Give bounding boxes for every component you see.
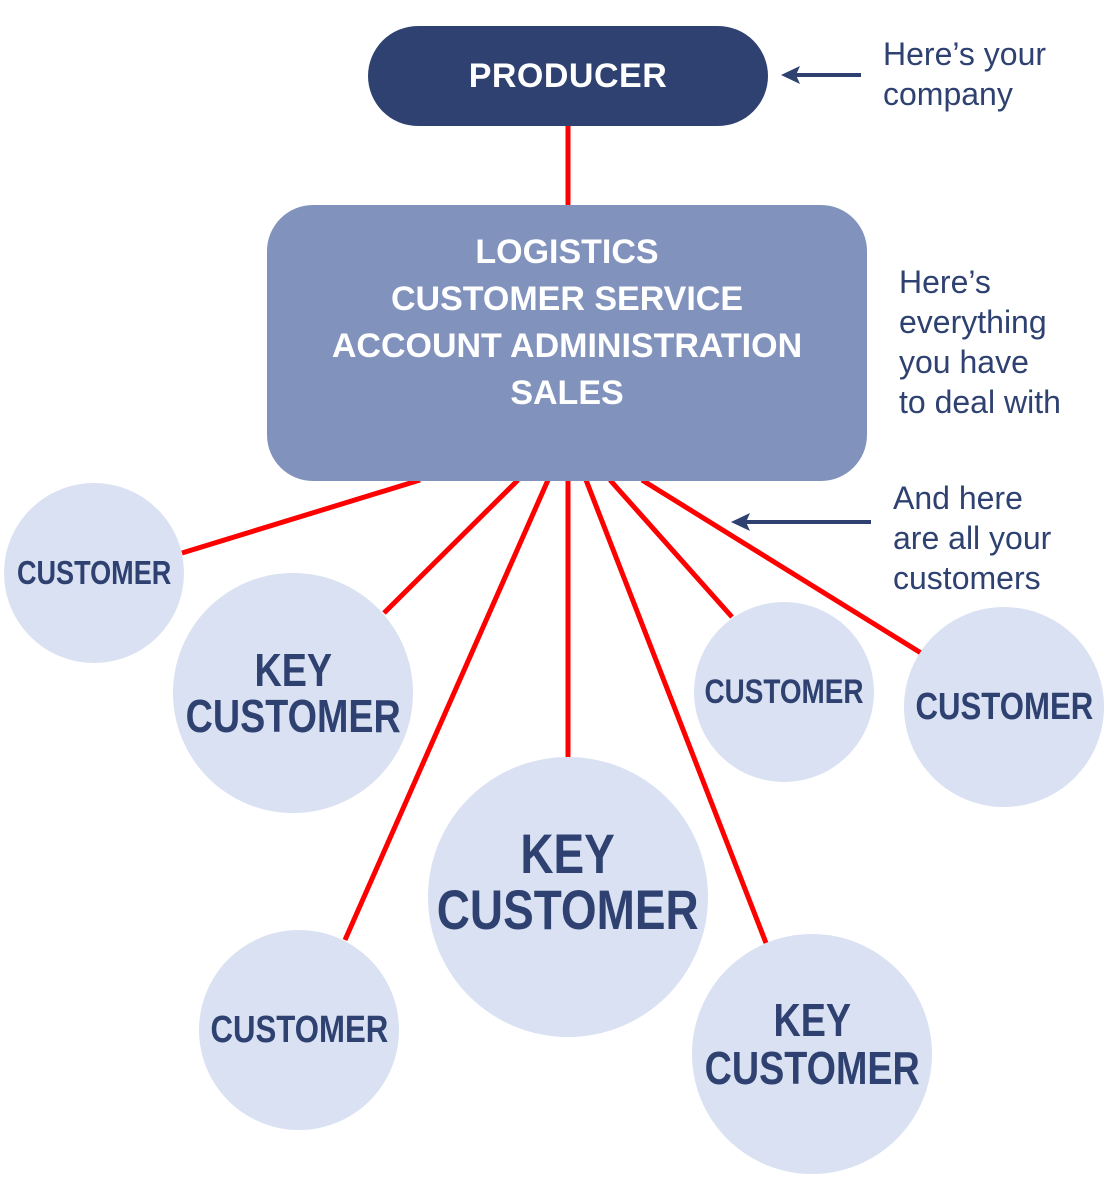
annotation-everything: Here’s everything you have to deal with [899,262,1061,422]
connector-c7 [640,477,923,656]
annotation-line: everything [899,304,1047,340]
key-label: KEY [773,994,851,1046]
annotation-line: company [883,76,1013,112]
connector-c1 [181,477,421,556]
key-label: KEY [254,644,332,696]
connector-c3 [342,478,551,942]
customer-label: CUSTOMER [210,1008,388,1051]
annotation-company: Here’s your company [883,34,1046,114]
annotation-line: customers [893,560,1041,596]
arrow-customers [731,513,871,531]
key-label: KEY [520,822,616,885]
customer-label: CUSTOMER [16,554,172,591]
key-customer-node: KEY CUSTOMER [692,934,932,1174]
annotation-line: Here’s your [883,36,1047,72]
departments-node: LOGISTICS CUSTOMER SERVICE ACCOUNT ADMIN… [267,205,867,481]
customer-node: CUSTOMER [199,930,399,1130]
annotation-line: And here [893,480,1023,516]
customer-label: CUSTOMER [704,1042,920,1094]
annotation-line: are all your [893,520,1052,556]
connector-c5 [583,479,769,944]
arrow-company [781,66,861,84]
key-customer-node: KEY CUSTOMER [428,757,708,1037]
annotation-line: to deal with [899,384,1061,420]
producer-label: PRODUCER [468,56,668,95]
dept-sales: SALES [510,374,624,412]
customer-node: CUSTOMER [694,602,874,782]
customer-node: CUSTOMER [904,607,1104,807]
annotation-customers: And here are all your customers [893,478,1051,598]
customer-node: CUSTOMER [4,483,184,663]
customer-label: CUSTOMER [185,690,401,742]
customer-label: CUSTOMER [915,685,1093,728]
dept-account-administration: ACCOUNT ADMINISTRATION [331,327,803,365]
customer-label: CUSTOMER [437,878,699,941]
key-customer-node: KEY CUSTOMER [173,573,413,813]
customer-label: CUSTOMER [704,672,864,711]
connector-c6 [608,478,734,619]
annotation-line: Here’s [899,264,991,300]
dept-customer-service: CUSTOMER SERVICE [390,280,744,318]
connector-c2 [382,478,520,615]
annotation-line: you have [899,344,1029,380]
dept-logistics: LOGISTICS [475,233,659,271]
producer-node: PRODUCER [368,26,768,126]
